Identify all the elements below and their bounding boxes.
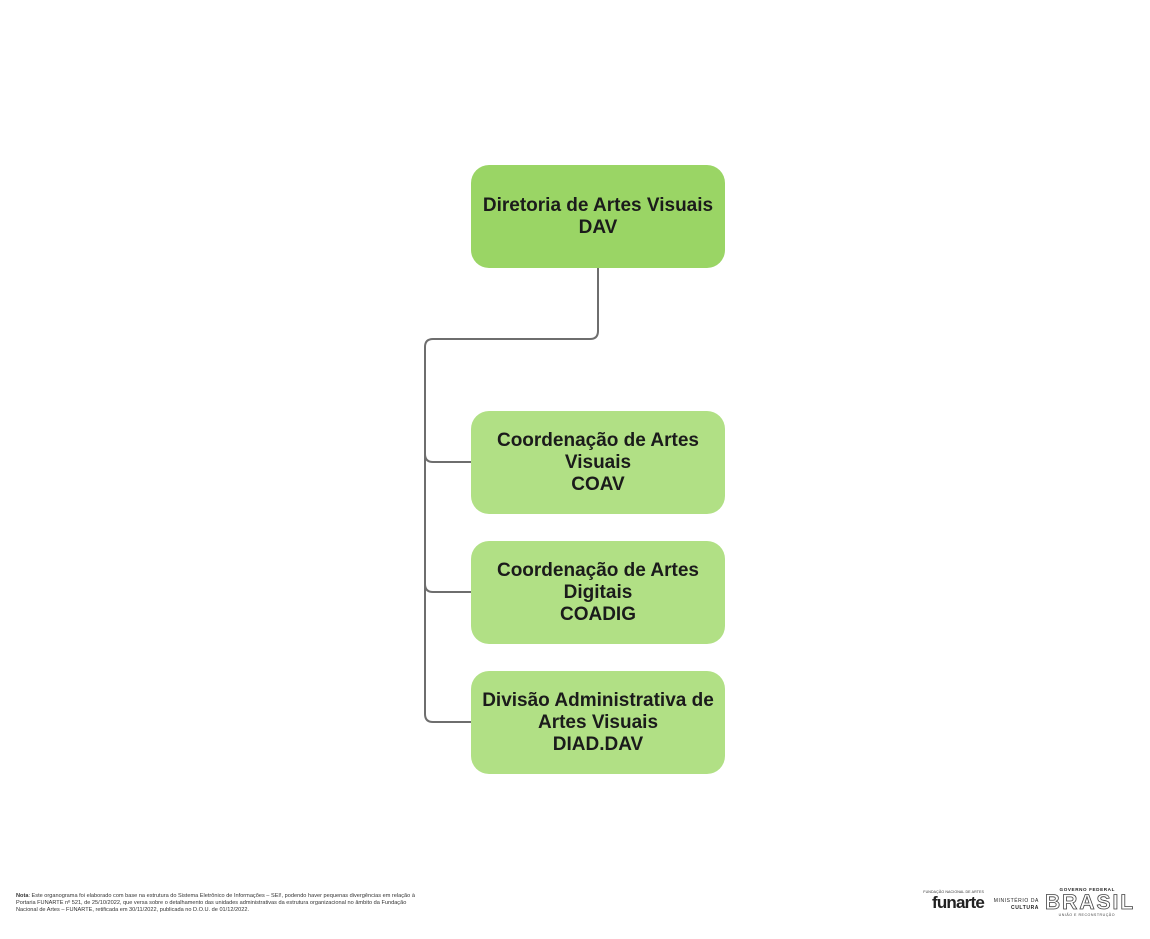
node-acronym: COADIG [559,603,636,625]
node-acronym: COAV [571,473,625,495]
node-label: Coordenação de Artes Visuais COAV [497,430,699,496]
node-label: Coordenação de Artes Digitais COADIG [497,560,699,626]
footer-note: Nota: Este organograma foi elaborado com… [16,893,416,914]
footer-note-label: Nota [16,893,29,899]
node-diretoria-artes-visuais: Diretoria de Artes Visuais DAV [471,165,725,268]
governo-federal-logo: GOVERNO FEDERAL BRASIL UNIÃO E RECONSTRU… [1045,887,1136,918]
gov-slogan: UNIÃO E RECONSTRUÇÃO [1058,913,1115,917]
gov-brasil-wordmark: BRASIL [1045,891,1136,914]
node-acronym: DIAD.DAV [552,733,644,755]
node-acronym: DAV [578,216,618,238]
node-title-line-1: Coordenação de Artes [496,429,699,451]
node-coordenacao-artes-visuais: Coordenação de Artes Visuais COAV [471,411,725,514]
ministry-line-1: MINISTÉRIO DA [993,898,1039,904]
node-title: Diretoria de Artes Visuais [482,194,714,216]
ministerio-cultura-logo: MINISTÉRIO DA CULTURA [989,898,1039,912]
node-title-line-1: Divisão Administrativa de [482,689,714,711]
node-title-line-2: Artes Visuais [537,711,659,733]
connector-branch-coadig [424,583,471,593]
footer-note-text: : Este organograma foi elaborado com bas… [16,893,415,913]
funarte-logo: FUNDAÇÃO NACIONAL DE ARTES funarte [908,890,985,912]
funarte-wordmark: funarte [931,893,985,912]
node-label: Divisão Administrativa de Artes Visuais … [482,690,714,756]
connector-root-trunk [424,268,599,348]
connector-branch-diad [424,713,471,723]
gov-top-text: GOVERNO FEDERAL [1059,887,1115,892]
footer-logos: FUNDAÇÃO NACIONAL DE ARTES funarte MINIS… [905,884,1136,924]
node-label: Diretoria de Artes Visuais DAV [483,195,713,239]
node-title-line-1: Coordenação de Artes [496,559,699,581]
funarte-subtitle: FUNDAÇÃO NACIONAL DE ARTES [923,890,984,894]
node-divisao-administrativa: Divisão Administrativa de Artes Visuais … [471,671,725,774]
node-coordenacao-artes-digitais: Coordenação de Artes Digitais COADIG [471,541,725,644]
node-title-line-2: Visuais [564,451,632,473]
ministry-line-2: CULTURA [1011,905,1039,911]
connector-branch-coav [424,453,471,463]
node-title-line-2: Digitais [563,581,633,603]
